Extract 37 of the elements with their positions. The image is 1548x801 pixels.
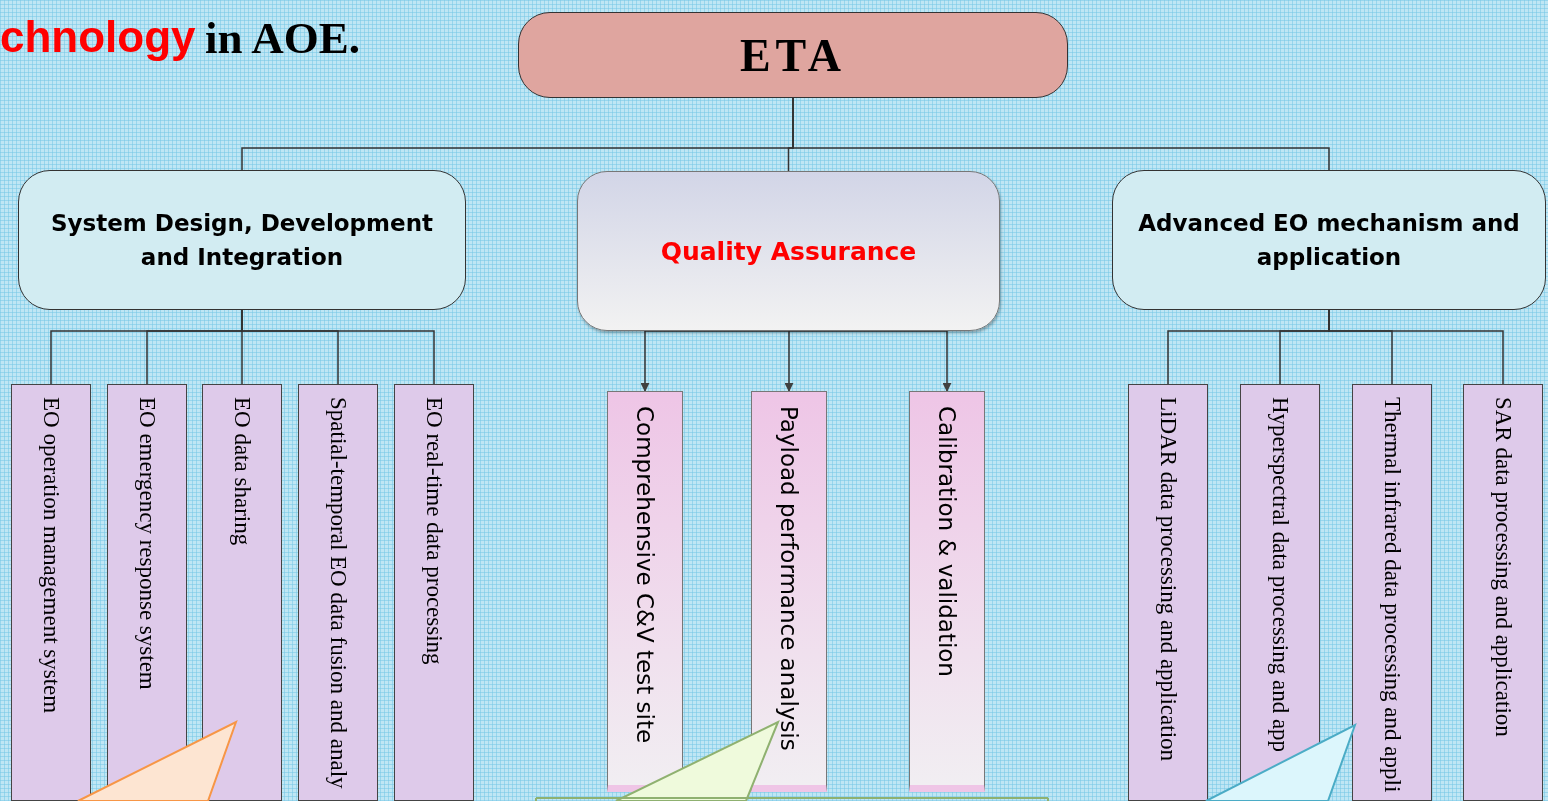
box-label: Hyperspectral data processing and app	[1267, 397, 1293, 753]
category-box	[577, 171, 1000, 331]
topic-bar	[11, 384, 91, 801]
box-label: EO data sharing	[229, 397, 255, 546]
box-label: EO operation management system	[38, 397, 64, 714]
box-label: EO emergency response system	[134, 397, 160, 690]
box-label: ETA	[739, 28, 847, 82]
topic-bar	[394, 384, 474, 801]
heading-text: chnology	[0, 12, 196, 62]
connector-line	[1328, 309, 1504, 385]
topic-bar	[1352, 384, 1432, 801]
topic-bar	[909, 391, 985, 792]
root-box	[518, 12, 1068, 98]
box-label: Comprehensive C&V test site	[632, 406, 658, 744]
box-label: EO real-time data processing	[421, 397, 447, 665]
topic-bar	[298, 384, 378, 801]
topic-bar	[1463, 384, 1543, 801]
topic-bar	[607, 391, 683, 792]
topic-bar	[1128, 384, 1208, 801]
category-box	[1112, 170, 1546, 310]
connector-line	[241, 309, 435, 385]
box-label: Advanced EO mechanism and application	[1137, 209, 1521, 272]
topic-bar	[751, 391, 827, 792]
box-label: SAR data processing and application	[1490, 397, 1516, 737]
heading-text: in AOE.	[205, 12, 361, 64]
connector-line	[784, 330, 794, 392]
box-label: Thermal infrared data processing and appli	[1379, 397, 1405, 793]
topic-bar	[202, 384, 282, 801]
box-label: Calibration & validation	[934, 406, 960, 677]
box-label: Spatial-temporal EO data fusion and analy	[325, 397, 351, 789]
connector-line	[792, 97, 1330, 171]
category-box	[18, 170, 466, 310]
speech-bubble-tooltip	[77, 720, 239, 801]
box-label: System Design, Development and Integration	[50, 209, 434, 272]
box-label: Quality Assurance	[660, 236, 917, 266]
box-label: Payload performance analysis	[776, 406, 802, 751]
box-label: LiDAR data processing and application	[1155, 397, 1181, 762]
